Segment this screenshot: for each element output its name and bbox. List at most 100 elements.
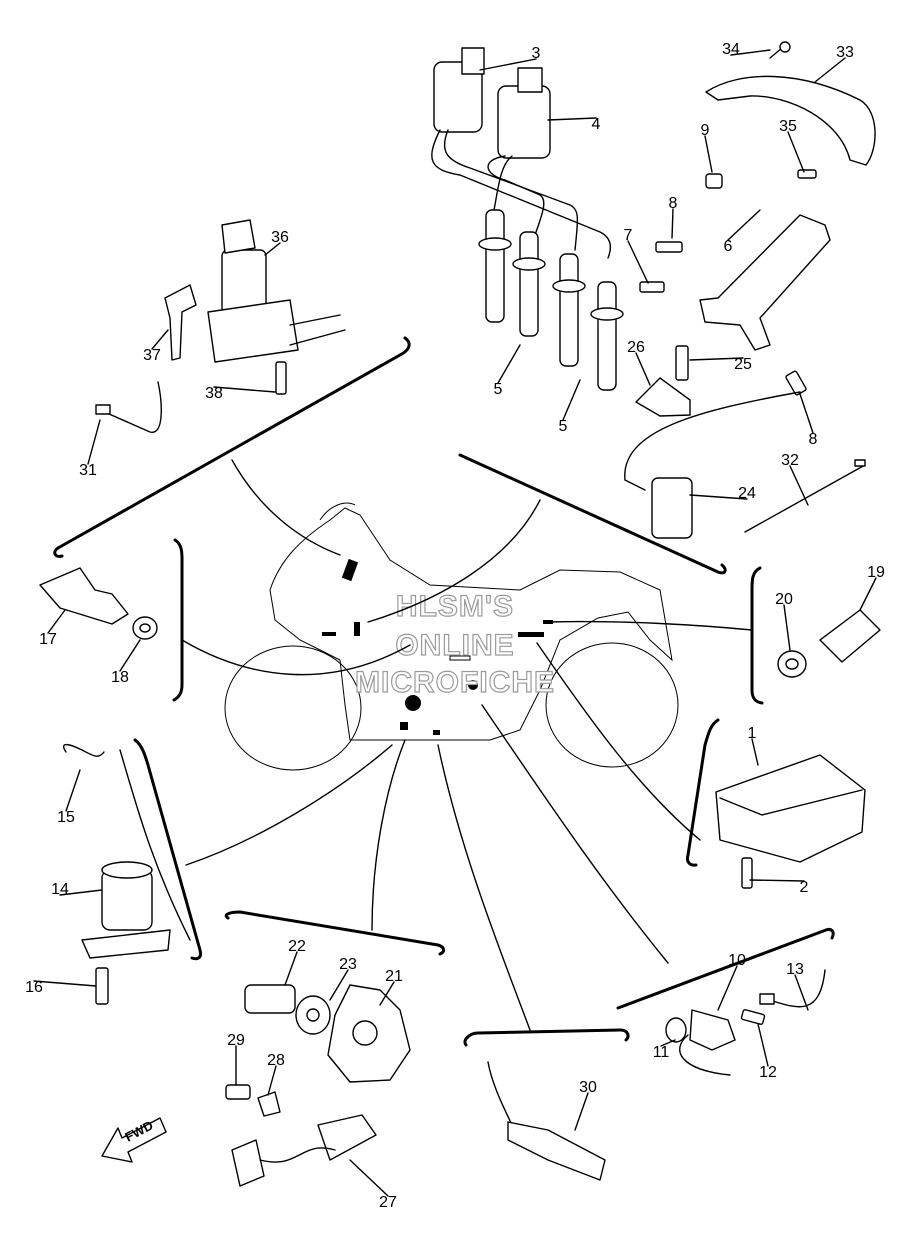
callout-number: 35 [779,118,797,135]
callout-number: 6 [724,238,733,255]
callout-number: 23 [339,956,357,973]
callout-number: 3 [532,45,541,62]
callout-number: 20 [775,591,793,608]
watermark-line-2: ONLINE [395,629,514,662]
callout-number: 37 [143,347,161,364]
callout-leader [547,117,597,121]
callout-leader [757,1023,769,1067]
callout-number: 12 [759,1064,777,1081]
callout-leader [284,951,298,986]
callout-leader [562,379,581,421]
motorcycle-outline [224,502,679,771]
callout-number: 33 [836,44,854,61]
callout-leader [574,1092,589,1131]
callout-leader [264,242,281,256]
callout-leader [59,889,103,896]
location-markers [322,558,553,735]
watermark: HLSM'S ONLINE MICROFICHE [354,589,555,699]
callout-labels: 1234556788910111213141516171819202122232… [25,41,885,1211]
callout-leader [689,357,744,361]
sensor-24-group [624,345,866,539]
ignition-coils [431,47,624,391]
callout-number: 13 [786,961,804,978]
callout-number: 7 [624,227,633,244]
callout-number: 17 [39,631,57,648]
callout-leader [479,58,537,71]
callout-leader [751,738,759,766]
callout-leader [789,465,809,506]
callout-number: 25 [734,356,752,373]
callout-leader [87,419,101,465]
callout-number: 9 [701,122,710,139]
callout-leader [749,879,805,882]
callout-number: 16 [25,979,43,996]
callout-number: 10 [728,952,746,969]
callout-leader [349,1159,389,1197]
callout-leader [787,131,805,173]
callout-leader [689,494,748,500]
callout-leader [783,604,791,651]
callout-number: 14 [51,881,69,898]
part-17-18 [39,567,158,640]
ecu-group [715,754,866,889]
callout-leader [727,209,761,241]
callout-number: 31 [79,462,97,479]
sprocket-group [225,984,411,1187]
callout-leader [151,329,169,350]
callout-leader [497,344,521,384]
callout-number: 11 [653,1044,670,1061]
sensor-10-group [665,969,826,1076]
bracket-assembly [639,41,876,396]
callout-number: 18 [111,669,129,686]
leader-lines [181,459,753,1031]
callout-number: 28 [267,1052,285,1069]
callout-number: 26 [627,339,645,356]
callout-number: 22 [288,938,306,955]
callout-number: 29 [227,1032,245,1049]
callout-number: 2 [800,879,809,896]
callout-number: 8 [809,431,818,448]
watermark-line-1: HLSM'S [396,590,514,623]
callout-number: 1 [748,725,757,742]
callout-number: 8 [669,195,678,212]
callout-number: 21 [385,968,403,985]
forward-arrow: FWD [101,1117,167,1163]
callout-leader [267,1065,277,1096]
callout-leader [379,981,395,1006]
callout-leader [33,980,97,987]
callout-number: 19 [867,564,885,581]
callout-leader [119,639,141,672]
callout-leader [730,49,771,56]
callout-number: 34 [722,41,740,58]
callout-leader [814,57,846,83]
callout-leader [213,386,276,393]
callout-number: 24 [738,485,756,502]
callout-leader [329,969,349,1001]
callout-leader [794,974,809,1011]
part-19-20 [777,609,881,678]
callout-number: 5 [559,418,568,435]
solenoid-group [63,743,191,1005]
callout-leader [47,609,66,634]
oxygen-sensor-group [487,1061,606,1181]
callout-leader [660,1039,676,1047]
callout-number: 32 [781,452,799,469]
callout-number: 38 [205,385,223,402]
callout-number: 15 [57,809,75,826]
callout-number: 27 [379,1194,397,1211]
ignition-switch-group [95,219,346,433]
callout-number: 5 [494,381,503,398]
callout-leader [717,965,738,1011]
callout-leader [704,135,713,173]
watermark-line-3: MICROFICHE [355,666,555,699]
callout-leader [671,208,674,239]
group-brackets [53,336,835,1047]
callout-leader [635,352,651,386]
callout-number: 36 [271,229,289,246]
callout-number: 30 [579,1079,597,1096]
callout-leader [65,769,81,812]
callout-leader [799,393,814,434]
callout-leader [627,240,649,284]
